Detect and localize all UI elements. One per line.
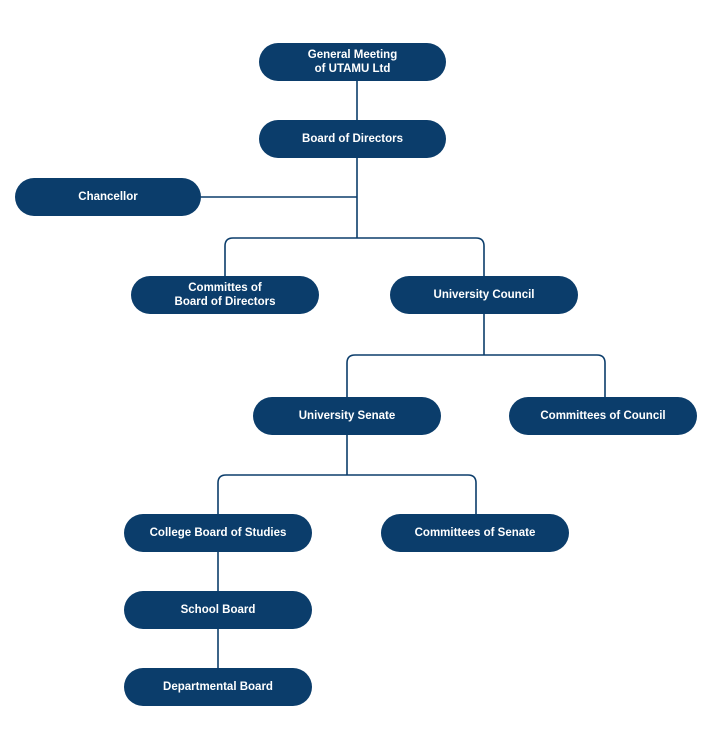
university-senate-node: University Senate [253, 397, 441, 435]
connector-senate-split [217, 474, 477, 514]
committees-council-node: Committees of Council [509, 397, 697, 435]
connector-board-split [224, 237, 485, 276]
general-meeting-node: General Meeting of UTAMU Ltd [259, 43, 446, 81]
departmental-board-node: Departmental Board [124, 668, 312, 706]
university-council-node: University Council [390, 276, 578, 314]
committees-senate-node: Committees of Senate [381, 514, 569, 552]
school-board-node: School Board [124, 591, 312, 629]
committees-board-node: Committes of Board of Directors [131, 276, 319, 314]
college-board-node: College Board of Studies [124, 514, 312, 552]
board-of-directors-node: Board of Directors [259, 120, 446, 158]
connector-council-split [346, 354, 606, 397]
chancellor-node: Chancellor [15, 178, 201, 216]
